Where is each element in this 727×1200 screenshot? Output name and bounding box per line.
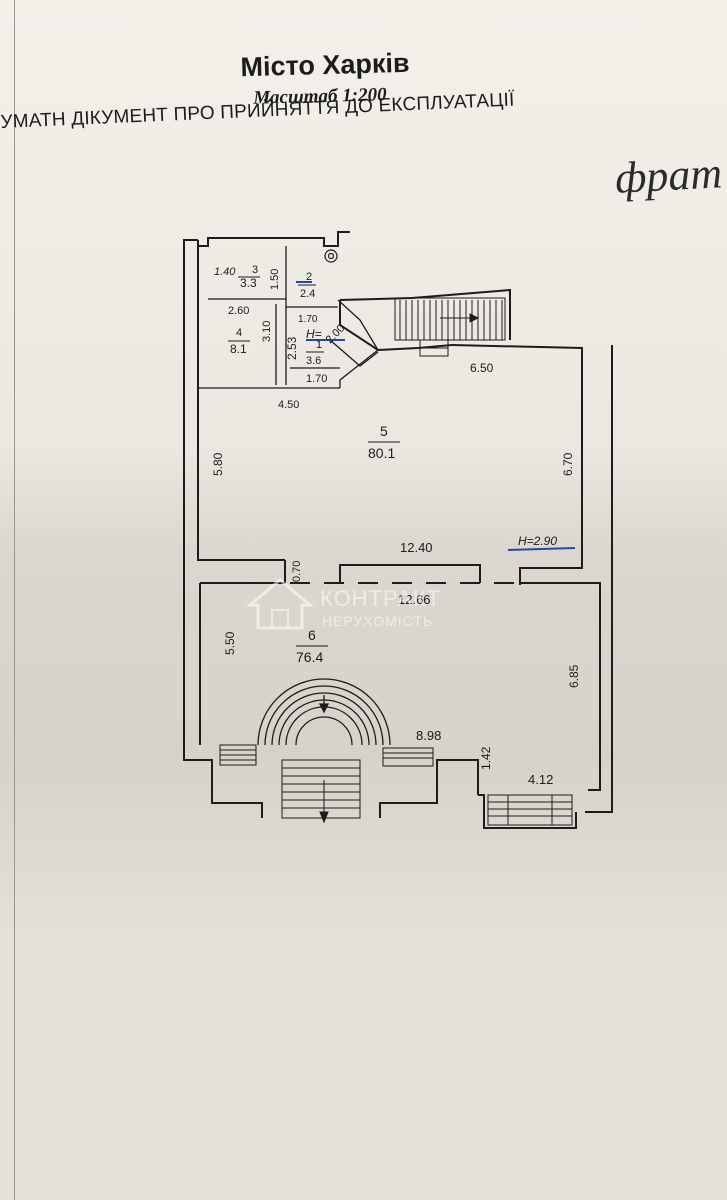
stair-frame	[394, 297, 506, 341]
dim-3-10: 3.10	[261, 321, 273, 342]
upper-stair	[394, 297, 506, 357]
stair-arrow-head	[469, 313, 480, 323]
room-5-number: 5	[380, 423, 388, 439]
room-2-area: 2.4	[300, 288, 315, 300]
bottom-left-base	[184, 759, 263, 818]
entrance-arrow-head	[318, 703, 330, 714]
watermark-line1: КОНТРАКТ	[320, 586, 441, 611]
dim-4-12: 4.12	[528, 772, 553, 787]
room-3-area: 3.3	[240, 276, 257, 290]
room6-right-outer	[585, 345, 613, 813]
room5-top	[451, 344, 583, 585]
height-marks: H=2.90 H=	[306, 327, 557, 548]
dim-6-85: 6.85	[567, 664, 581, 688]
watermark: КОНТРАКТ НЕРУХОМІСТЬ	[245, 578, 441, 630]
house-logo-icon	[245, 578, 315, 630]
vent-symbol	[324, 249, 338, 263]
bottom-right-steps	[487, 794, 573, 826]
dim-1-42: 1.42	[479, 746, 493, 770]
dim-2-53: 2.53	[285, 336, 299, 360]
room5-top-inner	[339, 300, 453, 352]
paper-shadow	[0, 445, 727, 965]
bottom-right	[478, 794, 577, 829]
dim-4-50: 4.50	[278, 399, 299, 411]
corridor-diag-2	[329, 339, 379, 367]
dim-1-70-a: 1.70	[298, 314, 318, 325]
dimension-labels: 1.40 1.50 2.60 3.10 1.70 2.53 2.00 1.70 …	[211, 266, 581, 787]
dim-2-60: 2.60	[228, 305, 249, 317]
room-6-number: 6	[308, 627, 316, 643]
bottom-steps	[219, 744, 573, 826]
dim-12-66: 12.66	[398, 592, 431, 607]
dim-1-70-b: 1.70	[306, 373, 327, 385]
height-mark-small: H=	[306, 327, 322, 341]
dim-12-40: 12.40	[400, 540, 433, 555]
dim-5-50: 5.50	[223, 631, 237, 655]
left-wall-inner	[197, 240, 285, 561]
dim-5-80: 5.80	[211, 452, 225, 476]
small-rooms-top	[198, 231, 350, 247]
blue-ink-marks	[296, 281, 576, 551]
room-1-number: 1	[316, 339, 322, 351]
page-border-line	[14, 0, 15, 1200]
dim-8-98: 8.98	[416, 728, 441, 743]
room-5-area: 80.1	[368, 445, 395, 461]
front-stair	[281, 759, 361, 819]
bottom-middle-base	[379, 759, 479, 818]
small-rooms	[198, 246, 379, 389]
watermark-line2: НЕРУХОМІСТЬ	[322, 613, 433, 629]
left-wall	[183, 239, 198, 761]
dim-1-50: 1.50	[269, 269, 281, 290]
entrance-steps	[257, 678, 391, 746]
partition-middle	[339, 564, 481, 583]
room-3-number: 3	[252, 264, 258, 276]
room-4-number: 4	[236, 327, 242, 339]
dim-6-50: 6.50	[470, 361, 494, 375]
upper-right-wall	[339, 288, 511, 340]
room6-right	[520, 582, 601, 791]
dim-1-40: 1.40	[214, 266, 236, 278]
height-mark-main: H=2.90	[518, 534, 557, 548]
room-2-number: 2	[306, 271, 312, 283]
dim-0-70: 0.70	[291, 561, 303, 582]
room-labels: 3 3.3 2 2.4 4 8.1 1 3.6 5 80.1 6 76.4	[228, 264, 400, 665]
room-4-area: 8.1	[230, 342, 247, 356]
dim-2-00: 2.00	[324, 322, 348, 346]
room-6-area: 76.4	[296, 649, 323, 665]
dim-6-70: 6.70	[561, 452, 575, 476]
room-1-area: 3.6	[306, 355, 321, 367]
wall-outline	[183, 231, 613, 829]
corridor-diag	[337, 299, 379, 388]
